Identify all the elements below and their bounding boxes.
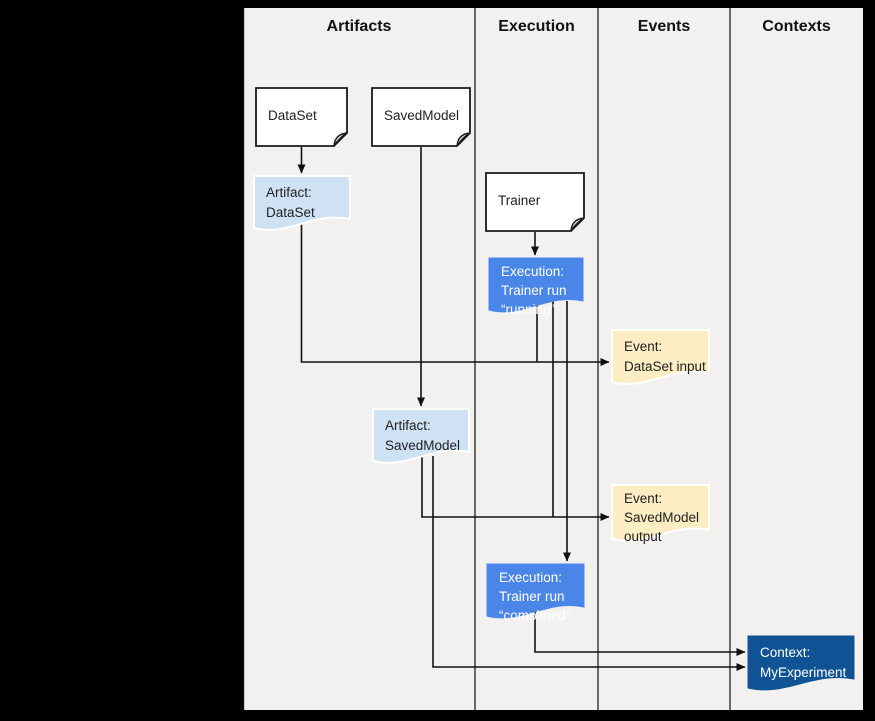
node-execution-completed-line3: “completed”	[499, 608, 571, 623]
node-context-myexperiment: Context: MyExperiment	[747, 635, 855, 697]
folded-corner-icon	[456, 132, 471, 147]
node-event-savedmodel-output: Event: SavedModel output	[611, 484, 710, 548]
edge-artifactsavedmodel-to-event	[421, 456, 610, 521]
node-dataset: DataSet	[255, 87, 348, 147]
node-artifact-savedmodel-line2: SavedModel	[385, 437, 461, 453]
edge-artifactsavedmodel-to-context	[432, 456, 746, 671]
node-execution-running-line2: Trainer run	[501, 283, 567, 298]
node-trainer: Trainer	[485, 172, 585, 232]
node-event-dataset-input: Event: DataSet input	[611, 329, 710, 391]
node-execution-completed-line1: Execution:	[499, 570, 563, 585]
node-artifact-savedmodel: Artifact: SavedModel	[372, 408, 470, 470]
node-savedmodel-label: SavedModel	[384, 108, 460, 124]
node-event-savedmodel-output-line3: output	[624, 529, 662, 544]
node-event-savedmodel-output-line2: SavedModel	[624, 510, 700, 525]
node-artifact-dataset-line2: DataSet	[266, 204, 315, 220]
node-trainer-label: Trainer	[498, 193, 541, 209]
node-execution-running: Execution: Trainer run “running”	[488, 257, 584, 319]
node-context-myexperiment-line1: Context:	[760, 645, 811, 660]
edge-completed-to-context	[534, 612, 746, 656]
folded-corner-icon	[333, 132, 348, 147]
column-header-events: Events	[637, 18, 691, 35]
node-artifact-dataset: Artifact: DataSet	[253, 175, 351, 237]
node-dataset-label: DataSet	[268, 108, 317, 124]
node-artifact-dataset-line1: Artifact:	[266, 185, 312, 200]
edges-layer	[243, 8, 746, 710]
column-header-contexts: Contexts	[762, 18, 831, 35]
node-event-dataset-input-line1: Event:	[624, 339, 663, 354]
node-event-savedmodel-output-line1: Event:	[624, 491, 663, 506]
node-execution-completed: Execution: Trainer run “completed”	[486, 563, 585, 625]
node-context-myexperiment-line2: MyExperiment	[760, 664, 847, 680]
folded-corner-icon	[570, 217, 585, 232]
column-header-artifacts: Artifacts	[326, 18, 392, 35]
column-header-execution: Execution	[498, 18, 575, 35]
node-execution-running-line1: Execution:	[501, 264, 565, 279]
node-execution-running-line3: “running”	[501, 302, 556, 317]
node-artifact-savedmodel-line1: Artifact:	[385, 418, 431, 433]
diagram-canvas: Artifacts Execution Events Contexts	[243, 8, 863, 710]
node-execution-completed-line2: Trainer run	[499, 589, 565, 604]
edge-artifactdataset-to-event	[300, 220, 610, 366]
node-savedmodel: SavedModel	[371, 87, 471, 147]
node-event-dataset-input-line2: DataSet input	[624, 358, 706, 374]
